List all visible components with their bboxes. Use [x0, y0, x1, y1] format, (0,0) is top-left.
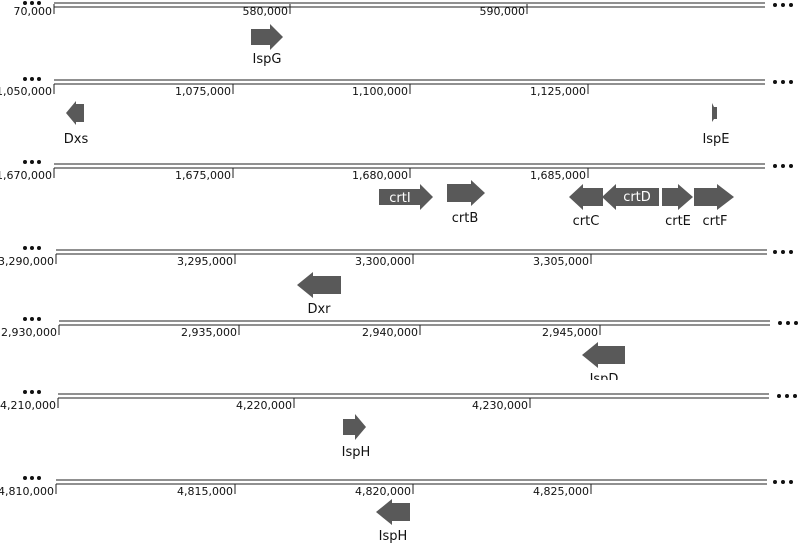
tick-label: 70,000: [14, 5, 53, 18]
label-clip-mask: [560, 380, 650, 392]
tick-label: 1,675,000: [175, 169, 231, 182]
gene-arrow-isph: [376, 499, 410, 525]
tick-label: 590,000: [480, 5, 526, 18]
left-ellipsis: [23, 160, 41, 164]
tick-label: 3,305,000: [533, 255, 589, 268]
left-ellipsis: [23, 476, 41, 480]
gene-label: crtD: [623, 190, 651, 205]
tick-label: 4,810,000: [0, 485, 54, 498]
gene-arrow-crtf: [694, 184, 734, 210]
gene-label: IspE: [702, 132, 729, 147]
gene-arrow-crte: [662, 184, 693, 210]
tick-label: 580,000: [243, 5, 289, 18]
gene-arrow-isph: [343, 414, 366, 440]
track-2: 1,050,000 1,075,000 1,100,000 1,125,000 …: [0, 77, 793, 147]
gene-arrow-crtb: [447, 180, 485, 206]
gene-arrow-dxs: [66, 101, 84, 125]
tick-label: 2,940,000: [362, 326, 418, 339]
tick-label: 3,300,000: [355, 255, 411, 268]
gene-label: crtI: [389, 191, 410, 206]
gene-label: crtF: [702, 214, 727, 229]
tick-label: 1,125,000: [530, 85, 586, 98]
track-5: 2,930,000 2,935,000 2,940,000 2,945,000 …: [1, 317, 798, 392]
gene-label: crtE: [665, 214, 691, 229]
left-ellipsis: [23, 317, 41, 321]
tick-label: 4,210,000: [0, 399, 56, 412]
track-6: 4,210,000 4,220,000 4,230,000 IspH: [0, 390, 797, 460]
left-ellipsis: [23, 390, 41, 394]
track-3: 1,670,000 1,675,000 1,680,000 1,685,000 …: [0, 160, 793, 229]
tick-label: 3,290,000: [0, 255, 54, 268]
tick-label: 2,935,000: [181, 326, 237, 339]
left-ellipsis: [23, 77, 41, 81]
tick-label: 1,075,000: [175, 85, 231, 98]
right-ellipsis: [773, 3, 793, 7]
tick-label: 2,930,000: [1, 326, 57, 339]
tick-label: 1,670,000: [0, 169, 52, 182]
right-ellipsis: [773, 80, 793, 84]
gene-arrow-ispd: [582, 342, 625, 368]
gene-label: IspH: [379, 529, 408, 544]
tick-label: 4,815,000: [177, 485, 233, 498]
right-ellipsis: [773, 164, 793, 168]
gene-label: Dxs: [64, 132, 89, 147]
track-1: 70,000 580,000 590,000 IspG: [14, 1, 793, 67]
right-ellipsis: [773, 480, 793, 484]
track-4: 3,290,000 3,295,000 3,300,000 3,305,000 …: [0, 246, 793, 317]
left-ellipsis: [23, 1, 41, 5]
track-7: 4,810,000 4,815,000 4,820,000 4,825,000 …: [0, 476, 793, 544]
gene-arrow-crtc: [569, 184, 603, 210]
tick-label: 1,680,000: [352, 169, 408, 182]
right-ellipsis: [778, 321, 798, 325]
tick-label: 4,820,000: [355, 485, 411, 498]
tick-label: 1,685,000: [530, 169, 586, 182]
gene-arrow-ispe: [712, 103, 717, 122]
left-ellipsis: [23, 246, 41, 250]
right-ellipsis: [773, 250, 793, 254]
gene-label: crtC: [573, 214, 600, 229]
gene-arrow-ispg: [251, 24, 283, 50]
tick-label: 2,945,000: [542, 326, 598, 339]
tick-label: 4,220,000: [236, 399, 292, 412]
tick-label: 4,825,000: [533, 485, 589, 498]
gene-label: IspG: [253, 52, 282, 67]
gene-arrow-dxr: [297, 272, 341, 298]
gene-label: crtB: [452, 211, 479, 226]
gene-label: IspH: [342, 445, 371, 460]
gene-arrow-crtd: [602, 184, 659, 210]
gene-arrow-crti: [379, 184, 433, 210]
tick-label: 1,100,000: [352, 85, 408, 98]
right-ellipsis: [777, 394, 797, 398]
tick-label: 1,050,000: [0, 85, 52, 98]
tick-label: 3,295,000: [177, 255, 233, 268]
gene-label: Dxr: [307, 302, 331, 317]
tick-label: 4,230,000: [472, 399, 528, 412]
